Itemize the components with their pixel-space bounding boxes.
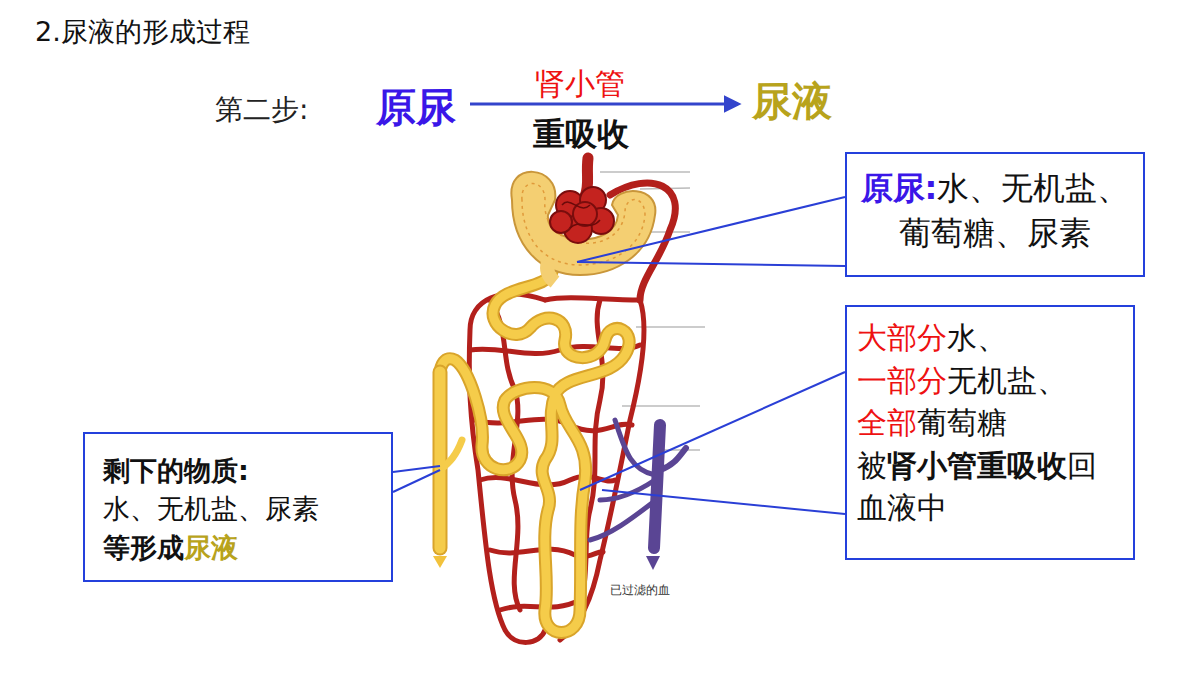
- renal-tubule: [440, 440, 462, 470]
- callout-text: 葡萄糖: [917, 405, 1007, 440]
- capsule-neck: [547, 262, 555, 282]
- callout-leader: [393, 470, 440, 492]
- flow-term: 原尿: [376, 83, 456, 131]
- callout-leader: [602, 490, 845, 514]
- callout-text: 全部: [857, 405, 917, 440]
- callout-box: 剩下的物质: 水、无机盐、尿素等形成尿液: [83, 432, 393, 582]
- callout-text: 尿液: [184, 532, 238, 563]
- slide-title: 2.尿液的形成过程: [35, 16, 250, 48]
- callout-text: 被: [857, 448, 887, 483]
- faint-leader-line: [600, 171, 690, 173]
- flow-arrow: [470, 103, 738, 106]
- vein: [590, 500, 656, 540]
- step-label: 第二步:: [215, 93, 308, 127]
- callout-heading: 原尿:: [861, 169, 938, 207]
- renal-tubule: [435, 372, 446, 548]
- flow-agent: 肾小管: [535, 66, 625, 102]
- vein: [615, 420, 655, 475]
- vein: [590, 420, 686, 548]
- renal-tubule: [433, 372, 448, 548]
- vein: [654, 425, 660, 548]
- glomerulus: [550, 187, 614, 243]
- capillary-network: [470, 345, 640, 354]
- glomerulus: [550, 211, 572, 233]
- callout-text: 水、: [947, 320, 1007, 355]
- renal-tubule: [440, 272, 629, 633]
- glomerulus-detail: [570, 220, 600, 228]
- vein: [660, 448, 686, 470]
- callout-text: 肾小管重吸收: [887, 448, 1067, 483]
- callout-leader: [393, 197, 845, 514]
- glomerulus-detail: [562, 202, 600, 228]
- callout-heading: 剩下的物质:: [103, 455, 249, 486]
- flow-direction-arrow: [646, 556, 660, 570]
- callout-text: 等形成: [103, 532, 184, 563]
- callout-text: 一部分: [857, 363, 947, 398]
- callout-leader: [580, 372, 845, 490]
- capillary-network: [545, 298, 640, 300]
- renal-tubule: [440, 272, 629, 633]
- flow-term: 尿液: [752, 77, 832, 125]
- glomerulus-detail: [562, 202, 590, 208]
- flow-process: 重吸收: [533, 115, 629, 153]
- callout-box: 大部分水、一部分无机盐、全部葡萄糖被肾小管重吸收回血液中: [845, 305, 1135, 560]
- renal-tubule: [440, 272, 629, 633]
- callout-text: 水、无机盐、尿素: [103, 493, 319, 524]
- callout-leader: [577, 262, 845, 266]
- flow-direction-arrow: [433, 556, 447, 568]
- callout-leader: [393, 466, 440, 472]
- callout-leader: [577, 197, 845, 262]
- figure-label: 已过滤的血: [610, 583, 670, 597]
- callout-text: 无机盐、: [947, 363, 1067, 398]
- callout-heading: 大部分: [857, 320, 947, 355]
- faint-leader-line: [660, 449, 700, 451]
- callout-box: 原尿:水、无机盐、葡萄糖、尿素: [845, 152, 1145, 277]
- capsule-cells: [522, 184, 645, 266]
